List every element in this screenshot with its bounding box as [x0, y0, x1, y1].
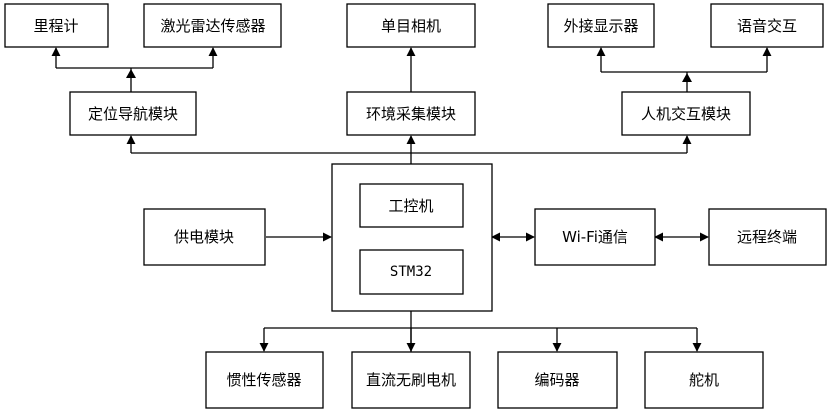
junction-arrow-nav	[126, 69, 136, 78]
box-encoder: 编码器	[497, 351, 618, 409]
box-motor: 直流无刷电机	[351, 351, 471, 409]
box-camera: 单目相机	[346, 3, 476, 48]
box-imu: 惯性传感器	[205, 351, 324, 409]
label-voice: 语音交互	[737, 17, 797, 35]
box-servo: 舵机	[644, 351, 764, 409]
label-servo: 舵机	[689, 371, 719, 389]
box-remote: 远程终端	[708, 208, 827, 266]
label-nav: 定位导航模块	[88, 105, 178, 123]
box-power: 供电模块	[143, 208, 266, 266]
label-odometer: 里程计	[33, 17, 78, 35]
label-env: 环境采集模块	[366, 105, 456, 123]
label-stm32: STM32	[390, 264, 432, 280]
label-display: 外接显示器	[563, 17, 638, 35]
box-stm32: STM32	[359, 249, 464, 295]
label-ipc: 工控机	[388, 197, 433, 215]
box-ipc: 工控机	[359, 183, 464, 228]
label-camera: 单目相机	[381, 17, 441, 35]
label-wifi: Wi-Fi通信	[562, 228, 628, 246]
junction-arrow-hci	[682, 73, 692, 82]
label-motor: 直流无刷电机	[366, 371, 456, 389]
box-display: 外接显示器	[547, 3, 655, 48]
box-env: 环境采集模块	[346, 91, 476, 136]
label-encoder: 编码器	[534, 371, 579, 389]
box-lidar: 激光雷达传感器	[143, 3, 282, 48]
label-remote: 远程终端	[737, 228, 797, 246]
connector-nav-to-sensors	[56, 67, 213, 92]
label-power: 供电模块	[174, 228, 234, 246]
box-voice: 语音交互	[710, 3, 824, 48]
label-imu: 惯性传感器	[226, 371, 301, 389]
label-lidar: 激光雷达传感器	[160, 17, 265, 35]
box-odometer: 里程计	[4, 3, 109, 48]
box-nav: 定位导航模块	[69, 91, 197, 136]
box-hci: 人机交互模块	[621, 91, 751, 136]
box-wifi: Wi-Fi通信	[534, 208, 656, 266]
label-hci: 人机交互模块	[641, 105, 731, 123]
